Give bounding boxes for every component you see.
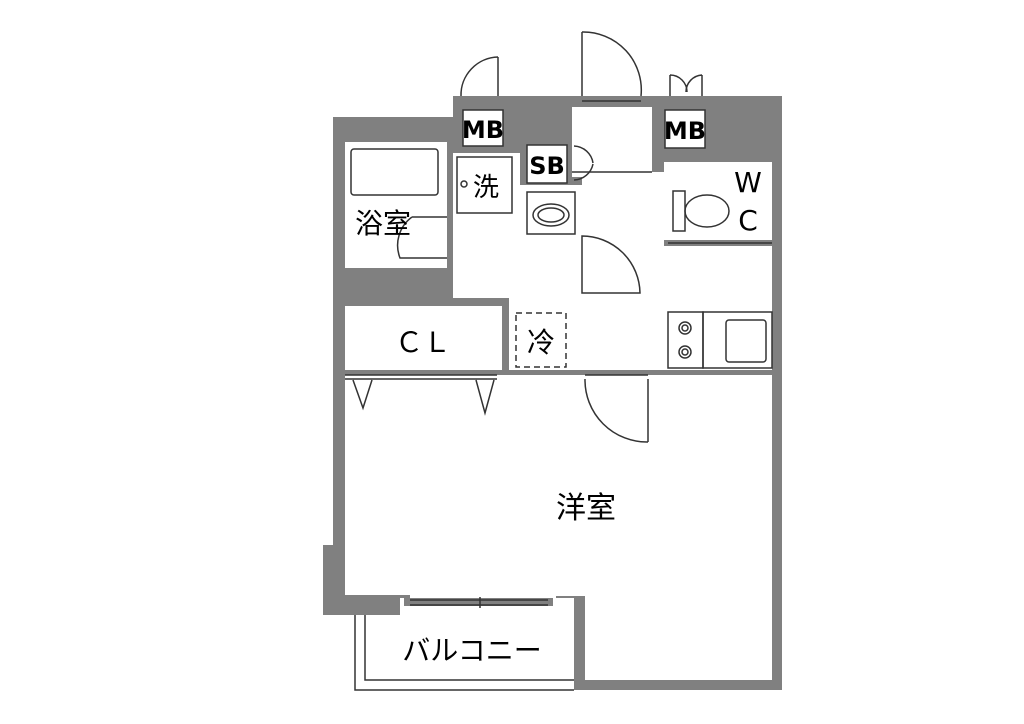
closet-door-right [475,379,495,416]
stove-burner-1 [678,321,692,335]
sink-basin [532,203,570,227]
washer-drain [460,180,468,188]
room-floors [345,107,772,680]
toilet-bowl [684,194,730,228]
wc-floor [664,162,772,240]
stove-burner-2 [678,345,692,359]
sb-label: SB [529,152,565,180]
fixtures [345,31,773,691]
kitchen-counter [702,311,773,369]
upper-wall-block [333,96,782,375]
sink-basin-inner [537,207,565,223]
mb-left-box [462,109,504,147]
mb-left-label: MB [462,116,504,144]
wc-label-w: W [734,166,762,199]
bathroom-door [396,216,447,259]
bathtub [350,148,439,196]
labels: MB MB SB 洗 浴室 W C ＣＬ 冷 洋室 バルコニー [355,116,762,667]
western-room-label: 洋室 [556,491,616,526]
entrance-door [581,31,643,97]
sb-door [573,145,594,181]
western-room-floor-lower [410,595,556,598]
fridge-box [515,312,567,368]
mb-right-label: MB [664,117,706,145]
entrance-floor [572,107,652,177]
balcony-label: バルコニー [402,634,541,667]
mb-right-box [664,109,706,149]
kitchen-floor [509,246,772,370]
bathroom-floor [345,142,447,268]
washroom-floor [453,153,520,216]
closet-door-left [352,379,373,411]
western-room-floor-right [585,595,772,680]
balcony-outline [354,615,574,691]
bathroom-label: 浴室 [355,207,411,240]
washer-pan [456,156,513,214]
kitchen-sink [725,319,767,363]
washroom-door [581,235,641,294]
western-room-door [584,378,649,443]
mb-left-door [460,56,499,97]
fridge-label: 冷 [527,326,555,359]
wc-label-c: C [738,204,758,237]
mb-right-door [669,74,703,96]
closet-floor [345,306,502,370]
western-room-floor [345,379,772,595]
stove-burner-2-inner [681,348,689,356]
washer-label: 洗 [473,173,499,203]
sink-counter [526,191,576,235]
closet-label: ＣＬ [395,326,451,359]
stove-burner-1-inner [681,324,689,332]
sb-box [526,144,568,184]
